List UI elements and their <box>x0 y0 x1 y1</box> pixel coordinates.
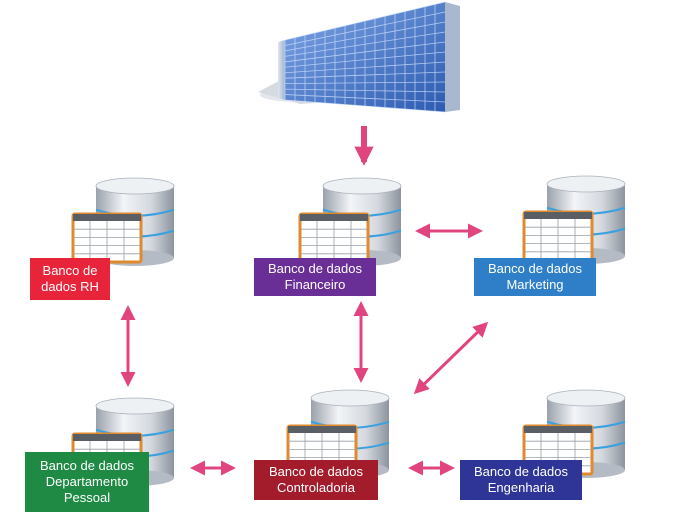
node-label-rh-text: Banco de dados RH <box>41 263 99 294</box>
office-building-icon <box>258 1 460 113</box>
node-label-departamento-pessoal: Banco de dados Departamento Pessoal <box>25 452 149 512</box>
db-icon-financeiro <box>298 177 402 266</box>
node-label-financeiro-text: Banco de dados Financeiro <box>268 261 362 292</box>
node-label-controladoria-text: Banco de dados Controladoria <box>269 464 363 495</box>
node-label-marketing-text: Banco de dados Marketing <box>488 261 582 292</box>
db-icon-marketing <box>522 175 626 264</box>
node-label-controladoria: Banco de dados Controladoria <box>254 460 378 500</box>
node-label-engenharia-text: Banco de dados Engenharia <box>474 464 568 495</box>
node-label-financeiro: Banco de dados Financeiro <box>254 258 376 296</box>
node-label-rh: Banco de dados RH <box>30 258 110 300</box>
node-label-marketing: Banco de dados Marketing <box>474 258 596 296</box>
arrow-marketing-controladoria <box>413 321 489 395</box>
connector-arrows <box>120 126 489 476</box>
node-label-departamento-pessoal-text: Banco de dados Departamento Pessoal <box>40 458 134 505</box>
db-icon-rh <box>71 177 175 266</box>
node-label-engenharia: Banco de dados Engenharia <box>460 460 582 500</box>
